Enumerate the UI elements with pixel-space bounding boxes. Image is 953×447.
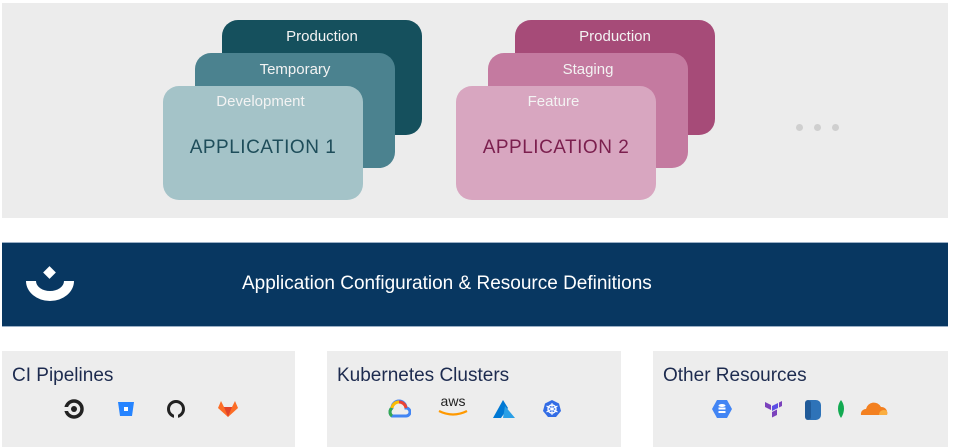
circleci-icon <box>64 399 84 424</box>
svg-text:aws: aws <box>441 393 466 409</box>
humanitec-logo-icon <box>24 265 76 310</box>
app2-env-feature[interactable]: Feature APPLICATION 2 <box>456 86 656 200</box>
cloudflare-icon <box>859 399 889 422</box>
env-label: Production <box>286 28 358 45</box>
azure-icon <box>491 399 517 424</box>
env-label: Feature <box>527 93 580 110</box>
application-2-title: APPLICATION 2 <box>482 137 630 158</box>
panel-other-resources: Other Resources <box>653 351 948 447</box>
panel-title: CI Pipelines <box>12 365 114 386</box>
terraform-icon <box>763 399 783 424</box>
bitbucket-icon <box>116 399 136 424</box>
more-icon <box>796 118 850 136</box>
panel-kubernetes-clusters: Kubernetes Clusters aws <box>327 351 621 447</box>
kubernetes-icon <box>542 399 562 424</box>
panel-title: Other Resources <box>663 365 807 386</box>
panel-ci-pipelines: CI Pipelines <box>2 351 295 447</box>
google-cloud-icon <box>387 399 412 424</box>
application-1-title: APPLICATION 1 <box>189 137 337 158</box>
aws-rds-icon <box>803 399 823 426</box>
mongodb-icon <box>836 399 846 424</box>
env-label: Staging <box>562 61 614 78</box>
env-label: Production <box>579 28 651 45</box>
github-icon <box>166 399 186 424</box>
aws-icon: aws <box>435 393 471 424</box>
gcp-database-icon <box>711 399 733 424</box>
gitlab-icon <box>217 399 239 424</box>
app1-env-development[interactable]: Development APPLICATION 1 <box>163 86 363 200</box>
config-banner: Application Configuration & Resource Def… <box>2 242 948 327</box>
env-label: Temporary <box>259 61 331 78</box>
banner-title: Application Configuration & Resource Def… <box>242 273 652 294</box>
env-label: Development <box>216 93 305 110</box>
panel-title: Kubernetes Clusters <box>337 365 510 386</box>
